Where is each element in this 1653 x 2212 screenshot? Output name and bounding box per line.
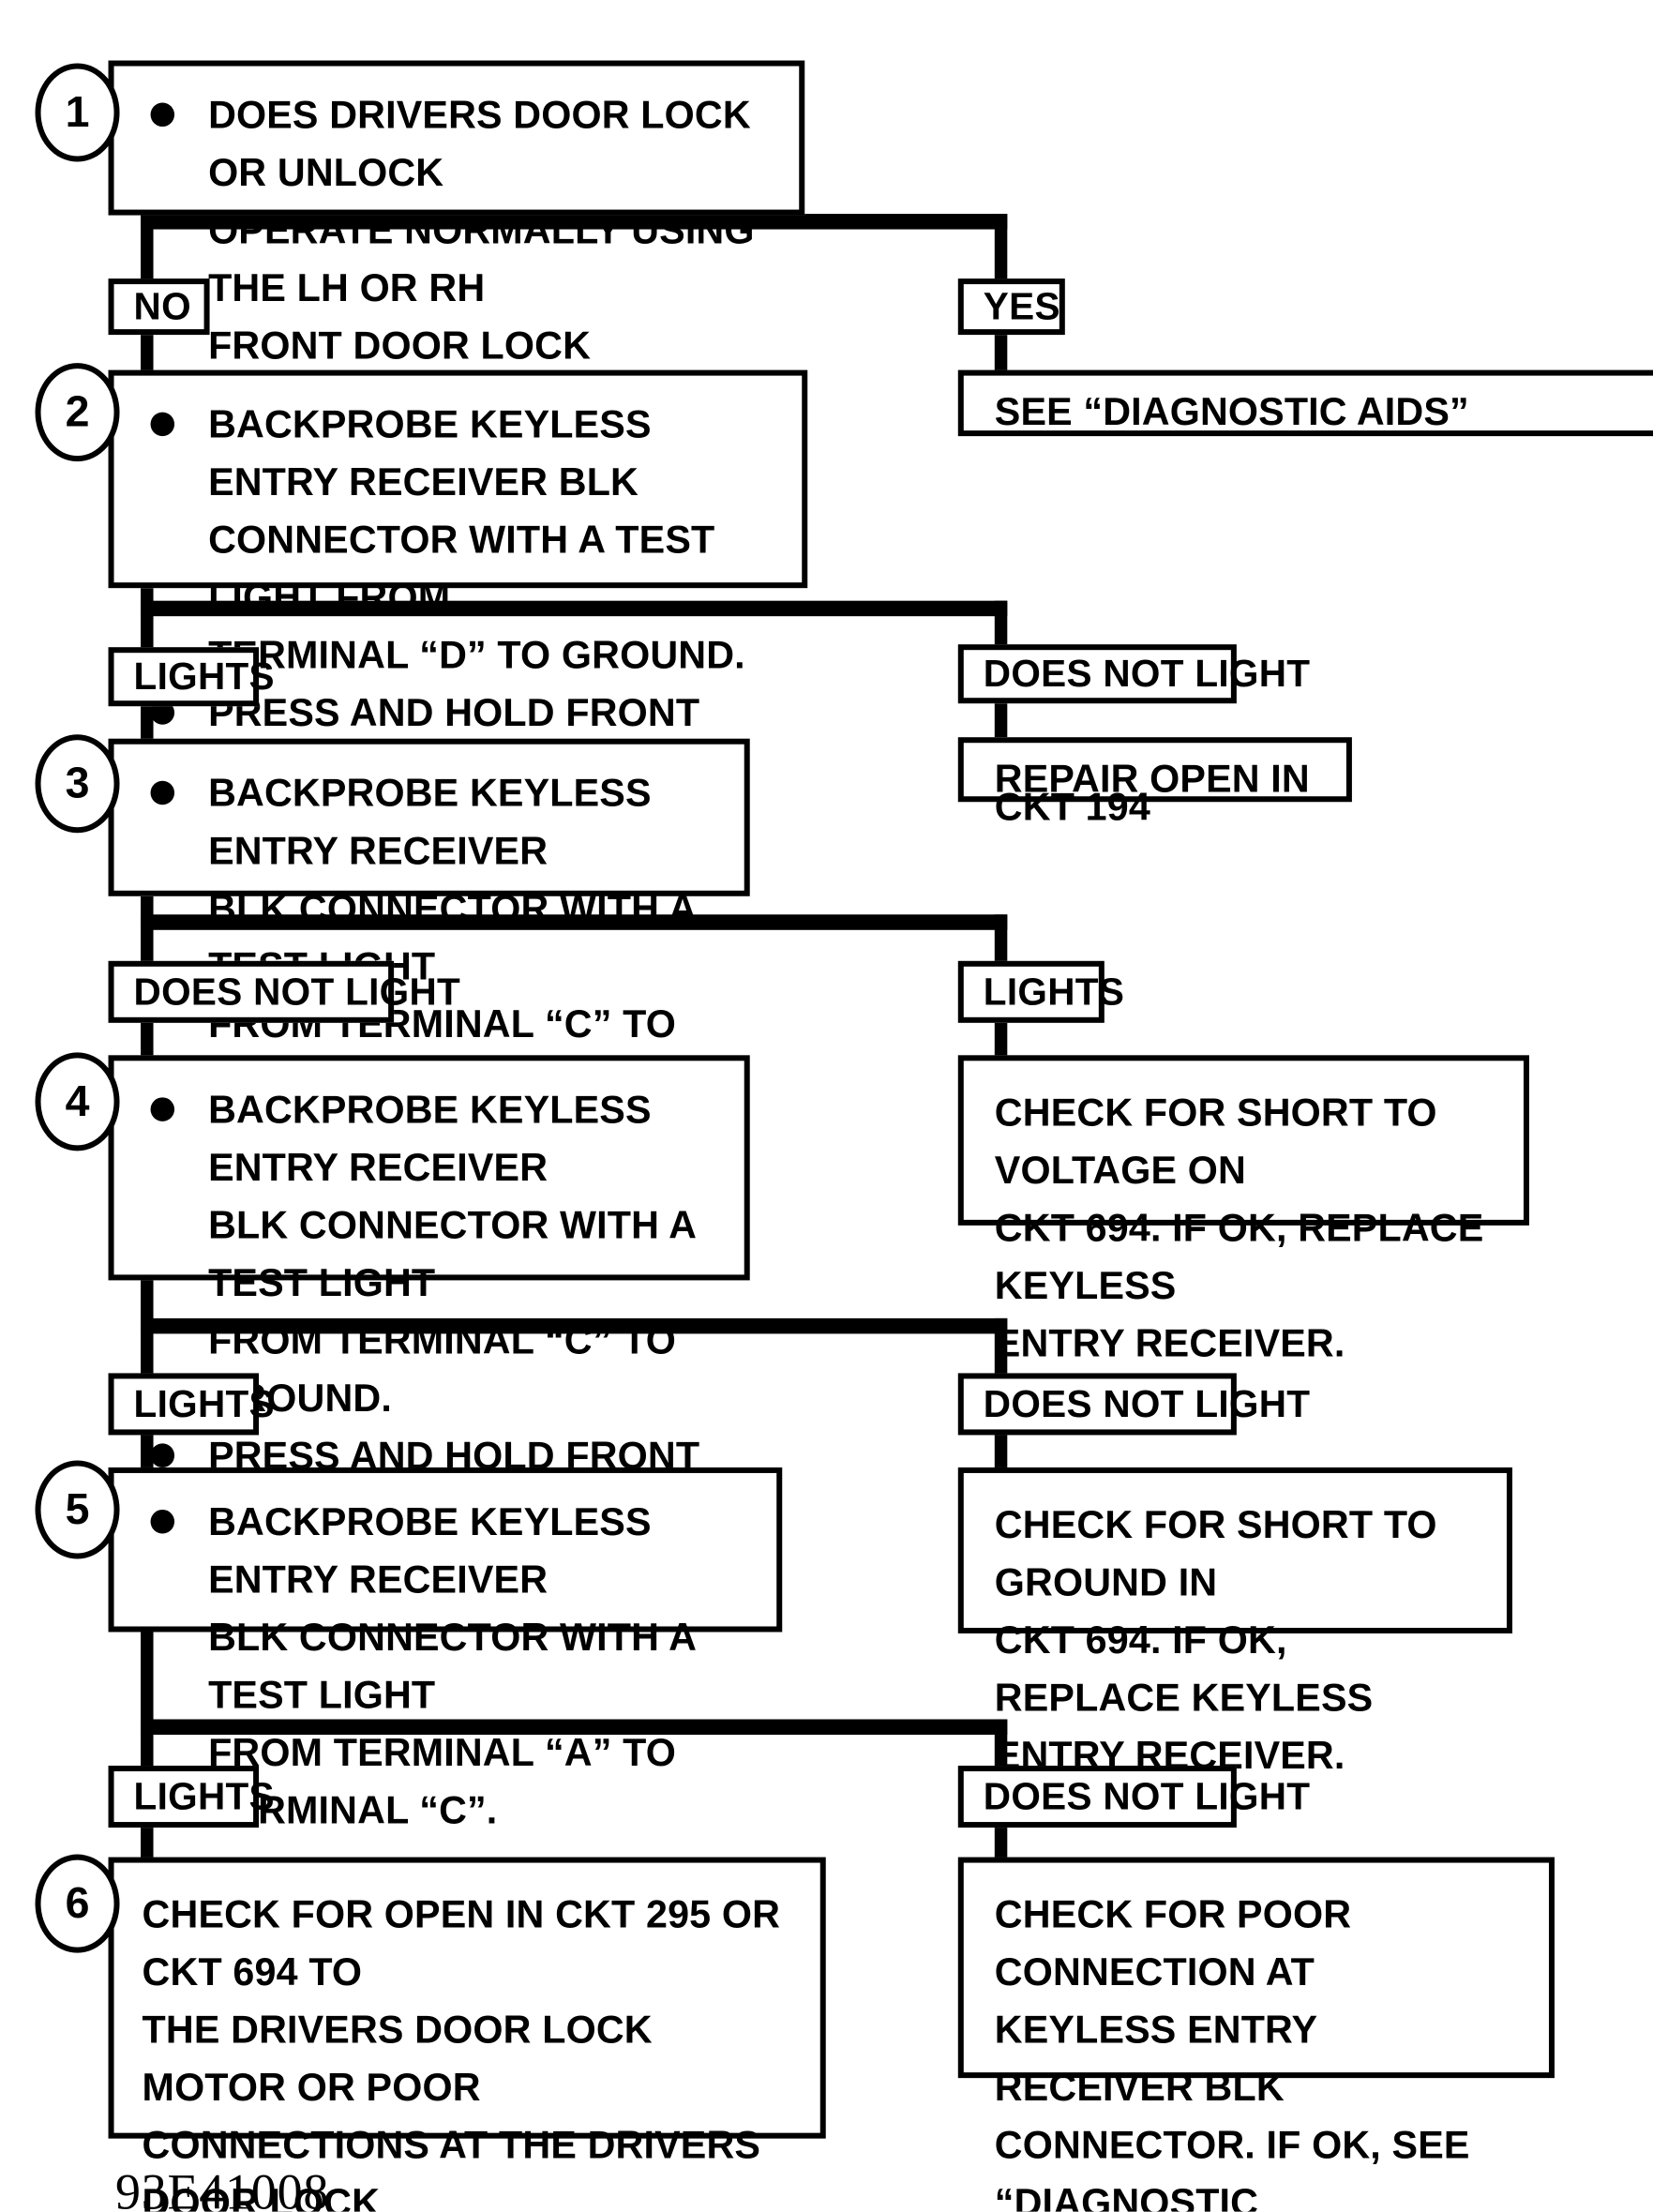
connector-no-to-step2	[141, 335, 154, 373]
step-1-bullet-1-text: DOES DRIVERS DOOR LOCK OR UNLOCK OPERATE…	[208, 93, 755, 425]
branch-label-lights-3-text: LIGHTS	[133, 1382, 275, 1425]
connector-lights3-to-step5	[141, 1435, 154, 1470]
step-number-3-label: 3	[65, 758, 90, 808]
outcome-poor-connection-text: CHECK FOR POOR CONNECTION AT KEYLESS ENT…	[994, 1892, 1470, 2212]
connector-row3-horizontal	[141, 914, 1008, 930]
connector-row1-horizontal	[141, 214, 1008, 230]
connector-lights2-to-outcome	[994, 1022, 1008, 1059]
step-number-1: 1	[35, 63, 120, 162]
bullet-icon	[150, 780, 175, 805]
step-number-6-label: 6	[65, 1878, 90, 1928]
connector-step5-down	[141, 1632, 154, 1773]
connector-step1-down	[141, 215, 154, 296]
step-5-bullet-1: BACKPROBE KEYLESS ENTRY RECEIVER BLK CON…	[150, 1493, 755, 1839]
branch-label-lights-1-text: LIGHTS	[133, 655, 275, 698]
connector-dnl2-to-step4	[141, 1022, 154, 1059]
branch-label-does-not-light-2: DOES NOT LIGHT	[108, 960, 460, 1023]
outcome-see-diagnostic-aids-text: SEE “DIAGNOSTIC AIDS”	[994, 389, 1469, 434]
branch-label-does-not-light-4-text: DOES NOT LIGHT	[983, 1774, 1311, 1817]
bullet-icon	[150, 102, 175, 128]
step-box-3: BACKPROBE KEYLESS ENTRY RECEIVER BLK CON…	[108, 738, 750, 1103]
outcome-poor-connection: CHECK FOR POOR CONNECTION AT KEYLESS ENT…	[957, 1857, 1555, 2212]
connector-step4-down	[141, 1280, 154, 1389]
outcome-short-to-ground: CHECK FOR SHORT TO GROUND IN CKT 694. IF…	[957, 1467, 1512, 1777]
step-number-5: 5	[35, 1460, 120, 1559]
bullet-icon	[150, 1443, 175, 1467]
step-number-4-label: 4	[65, 1076, 90, 1126]
step-5-bullet-1-text: BACKPROBE KEYLESS ENTRY RECEIVER BLK CON…	[208, 1499, 696, 1832]
connector-row4-right-down	[994, 1317, 1008, 1389]
branch-label-does-not-light-3-text: DOES NOT LIGHT	[983, 1382, 1311, 1425]
connector-lights1-to-step3	[141, 706, 154, 742]
step-2-bullet-1-text: BACKPROBE KEYLESS ENTRY RECEIVER BLK CON…	[208, 402, 745, 677]
step-number-2-label: 2	[65, 386, 90, 437]
figure-code: 93E41008	[115, 2163, 330, 2212]
step-number-1-label: 1	[65, 87, 90, 137]
step-1-bullet-1: DOES DRIVERS DOOR LOCK OR UNLOCK OPERATE…	[150, 86, 777, 432]
step-box-5: BACKPROBE KEYLESS ENTRY RECEIVER BLK CON…	[108, 1467, 783, 1832]
step-box-6: CHECK FOR OPEN IN CKT 295 OR CKT 694 TO …	[108, 1857, 826, 2212]
branch-label-yes-text: YES	[983, 284, 1060, 327]
step-box-2: BACKPROBE KEYLESS ENTRY RECEIVER BLK CON…	[108, 369, 808, 850]
branch-label-no: NO	[108, 278, 210, 336]
branch-label-lights-2-text: LIGHTS	[983, 970, 1125, 1013]
outcome-short-to-ground-text: CHECK FOR SHORT TO GROUND IN CKT 694. IF…	[994, 1502, 1437, 1778]
step-number-5-label: 5	[65, 1483, 90, 1534]
bullet-icon	[150, 412, 175, 437]
branch-label-lights-2: LIGHTS	[957, 960, 1124, 1023]
connector-row1-right-down	[994, 214, 1008, 296]
bullet-icon	[150, 1097, 175, 1121]
outcome-short-to-voltage-text: CHECK FOR SHORT TO VOLTAGE ON CKT 694. I…	[994, 1090, 1484, 1365]
connector-row5-right-down	[994, 1719, 1008, 1776]
outcome-repair-open-ckt194-text: REPAIR OPEN IN CKT 194	[994, 757, 1310, 829]
branch-label-lights-1: LIGHTS	[108, 647, 275, 707]
branch-label-does-not-light-4: DOES NOT LIGHT	[957, 1766, 1310, 1828]
step-number-3: 3	[35, 734, 120, 834]
step-2-bullet-1: BACKPROBE KEYLESS ENTRY RECEIVER BLK CON…	[150, 396, 780, 685]
connector-row2-horizontal	[141, 600, 1008, 617]
connector-yes-to-outcome	[994, 335, 1008, 373]
step-box-1: DOES DRIVERS DOOR LOCK OR UNLOCK OPERATE…	[108, 60, 805, 425]
branch-label-yes: YES	[957, 278, 1065, 336]
branch-label-lights-4-text: LIGHTS	[133, 1774, 275, 1817]
step-6-text: CHECK FOR OPEN IN CKT 295 OR CKT 694 TO …	[142, 1892, 781, 2212]
branch-label-does-not-light-1-text: DOES NOT LIGHT	[983, 652, 1311, 695]
bullet-icon	[150, 1509, 175, 1534]
step-number-6: 6	[35, 1854, 120, 1953]
connector-dnl3-to-outcome	[994, 1435, 1008, 1470]
branch-label-does-not-light-1: DOES NOT LIGHT	[957, 644, 1310, 704]
step-number-2: 2	[35, 363, 120, 462]
outcome-repair-open-ckt194: REPAIR OPEN IN CKT 194	[957, 737, 1352, 826]
connector-dnl4-to-outcome	[994, 1828, 1008, 1860]
step-box-4: BACKPROBE KEYLESS ENTRY RECEIVER BLK CON…	[108, 1055, 750, 1592]
outcome-short-to-voltage: CHECK FOR SHORT TO VOLTAGE ON CKT 694. I…	[957, 1055, 1529, 1364]
step-4-bullet-1-text: BACKPROBE KEYLESS ENTRY RECEIVER BLK CON…	[208, 1087, 696, 1420]
branch-label-lights-3: LIGHTS	[108, 1373, 275, 1436]
branch-label-does-not-light-2-text: DOES NOT LIGHT	[133, 970, 461, 1013]
branch-label-no-text: NO	[133, 284, 191, 327]
step-number-4: 4	[35, 1052, 120, 1151]
connector-dnl1-to-outcome	[994, 703, 1008, 738]
connector-row5-horizontal	[141, 1719, 1008, 1736]
branch-label-does-not-light-3: DOES NOT LIGHT	[957, 1373, 1310, 1436]
outcome-see-diagnostic-aids: SEE “DIAGNOSTIC AIDS”	[957, 369, 1653, 437]
connector-row4-horizontal	[141, 1317, 1008, 1334]
branch-label-lights-4: LIGHTS	[108, 1766, 275, 1828]
connector-lights4-to-step6	[141, 1828, 154, 1860]
